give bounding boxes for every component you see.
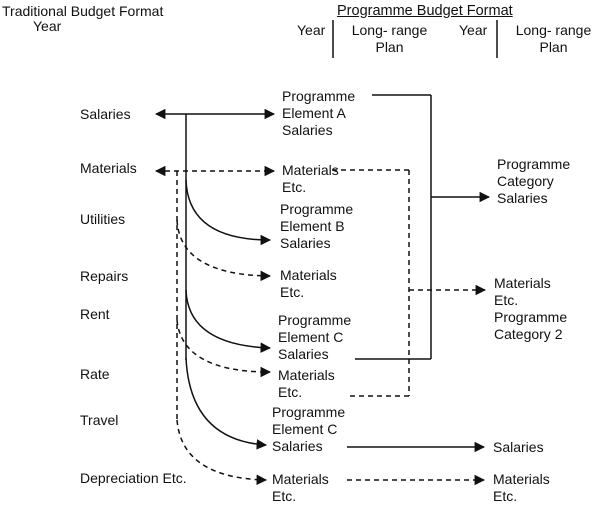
element-c-line1: Programme bbox=[278, 312, 352, 328]
col4-line2: Plan bbox=[539, 39, 568, 55]
category-materials-line4: Category 2 bbox=[494, 326, 563, 342]
category-materials-line1: Materials bbox=[494, 275, 551, 291]
element-c2-line1: Programme bbox=[272, 404, 346, 420]
item-rent: Rent bbox=[80, 306, 110, 322]
item-utilities: Utilities bbox=[80, 211, 126, 227]
element-c-materials-line2: Etc. bbox=[278, 384, 303, 400]
dashed-branch-b-materials bbox=[176, 219, 272, 282]
branch-element-c bbox=[185, 289, 272, 353]
element-b-line1: Programme bbox=[280, 201, 354, 217]
item-materials: Materials bbox=[80, 160, 137, 176]
element-a-salaries: Programme Element A Salaries bbox=[282, 88, 355, 139]
element-a-materials-line1: Materials bbox=[282, 162, 339, 178]
col2-line2: Plan bbox=[375, 39, 404, 55]
element-b-line2: Element B bbox=[280, 218, 345, 234]
dashed-branch-d-materials bbox=[176, 419, 268, 486]
element-a-line3: Salaries bbox=[282, 122, 333, 138]
category-depreciation-line1: Materials bbox=[493, 471, 550, 487]
element-b-materials-line2: Etc. bbox=[280, 284, 305, 300]
element-c-materials-line1: Materials bbox=[278, 367, 335, 383]
item-travel: Travel bbox=[80, 412, 119, 428]
element-d-materials-line1: Materials bbox=[272, 471, 329, 487]
element-c-line2: Element C bbox=[278, 329, 344, 345]
element-b-salaries: Programme Element B Salaries bbox=[280, 201, 353, 252]
dashed-branch-c-materials bbox=[176, 319, 272, 378]
category-depreciation-line2: Etc. bbox=[493, 488, 518, 504]
element-a-materials-line2: Etc. bbox=[282, 179, 307, 195]
element-c-salaries: Programme Element C Salaries bbox=[278, 312, 351, 363]
item-repairs: Repairs bbox=[80, 268, 129, 284]
element-d-materials: Materials Etc. bbox=[272, 471, 329, 505]
category-salaries-line1: Programme bbox=[497, 156, 571, 172]
element-d-materials-line2: Etc. bbox=[272, 488, 297, 504]
category-salaries: Programme Category Salaries bbox=[497, 156, 570, 207]
col2-line1: Long- range bbox=[351, 22, 428, 38]
category-materials-line2: Etc. bbox=[494, 292, 519, 308]
branch-element-c2 bbox=[185, 357, 268, 450]
programme-year-col3: Year bbox=[459, 22, 488, 38]
programme-year-col1: Year bbox=[297, 22, 326, 38]
traditional-title: Traditional Budget Format bbox=[2, 3, 164, 19]
element-a-line1: Programme bbox=[282, 88, 356, 104]
category-salaries-line3: Salaries bbox=[497, 190, 548, 206]
element-a-materials: Materials Etc. bbox=[282, 162, 339, 196]
element-b-line3: Salaries bbox=[280, 235, 331, 251]
traditional-year-label: Year bbox=[33, 18, 62, 34]
element-b-materials: Materials Etc. bbox=[280, 267, 337, 301]
element-c-line3: Salaries bbox=[278, 346, 329, 362]
item-salaries: Salaries bbox=[80, 106, 131, 122]
item-depreciation: Depreciation Etc. bbox=[80, 470, 187, 486]
element-c-materials: Materials Etc. bbox=[278, 367, 335, 401]
element-c2-salaries: Programme Element C Salaries bbox=[272, 404, 345, 455]
branch-element-b bbox=[185, 179, 272, 246]
category-salaries-line2: Category bbox=[497, 173, 554, 189]
element-b-materials-line1: Materials bbox=[280, 267, 337, 283]
category-depreciation: Materials Etc. bbox=[493, 471, 550, 505]
category-materials: Materials Etc. Programme Category 2 bbox=[494, 275, 567, 343]
category-materials-line3: Programme bbox=[494, 309, 568, 325]
programme-longrange-col4: Long- range Plan bbox=[507, 22, 600, 56]
element-c2-line3: Salaries bbox=[272, 438, 323, 454]
element-c2-line2: Element C bbox=[272, 421, 338, 437]
programme-longrange-col2: Long- range Plan bbox=[342, 22, 437, 56]
col4-line1: Long- range bbox=[515, 22, 592, 38]
element-a-line2: Element A bbox=[282, 105, 346, 121]
item-rate: Rate bbox=[80, 366, 110, 382]
category-travel-salaries: Salaries bbox=[493, 439, 544, 455]
programme-title: Programme Budget Format bbox=[337, 3, 513, 19]
